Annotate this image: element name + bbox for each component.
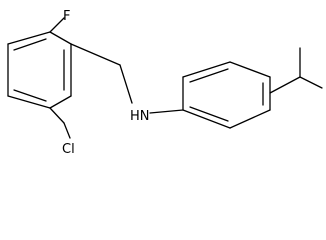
amine-label: HN [130, 109, 150, 124]
bond [49, 31, 72, 45]
bond-methylene-to-amine [119, 64, 133, 104]
bond [229, 109, 271, 129]
double-bond-inner [13, 38, 47, 51]
bond-to-fluorine [49, 17, 65, 33]
double-bond-inner [189, 68, 229, 83]
chlorofluorophenyl-ring [7, 31, 72, 109]
bond [182, 109, 231, 129]
bond-amine-to-ring [149, 109, 184, 114]
double-bond-inner [189, 106, 229, 122]
bond-to-chlorine-tail [63, 122, 71, 139]
bond [229, 61, 271, 78]
bond-ring-to-isopropyl [269, 76, 301, 94]
bond-isopropyl-methyl-up [299, 76, 323, 89]
bond-ring-to-methylene [70, 43, 121, 66]
isopropylphenyl-ring [182, 61, 271, 129]
fluorine-label: F [63, 9, 70, 24]
bond [49, 95, 72, 109]
chemical-structure: F Cl HN [7, 9, 323, 155]
double-bond-inner [13, 89, 47, 102]
bond [7, 95, 51, 109]
bond [7, 31, 51, 45]
bond [182, 61, 231, 78]
bond-to-chlorine [49, 107, 65, 124]
chlorine-label: Cl [62, 142, 75, 155]
